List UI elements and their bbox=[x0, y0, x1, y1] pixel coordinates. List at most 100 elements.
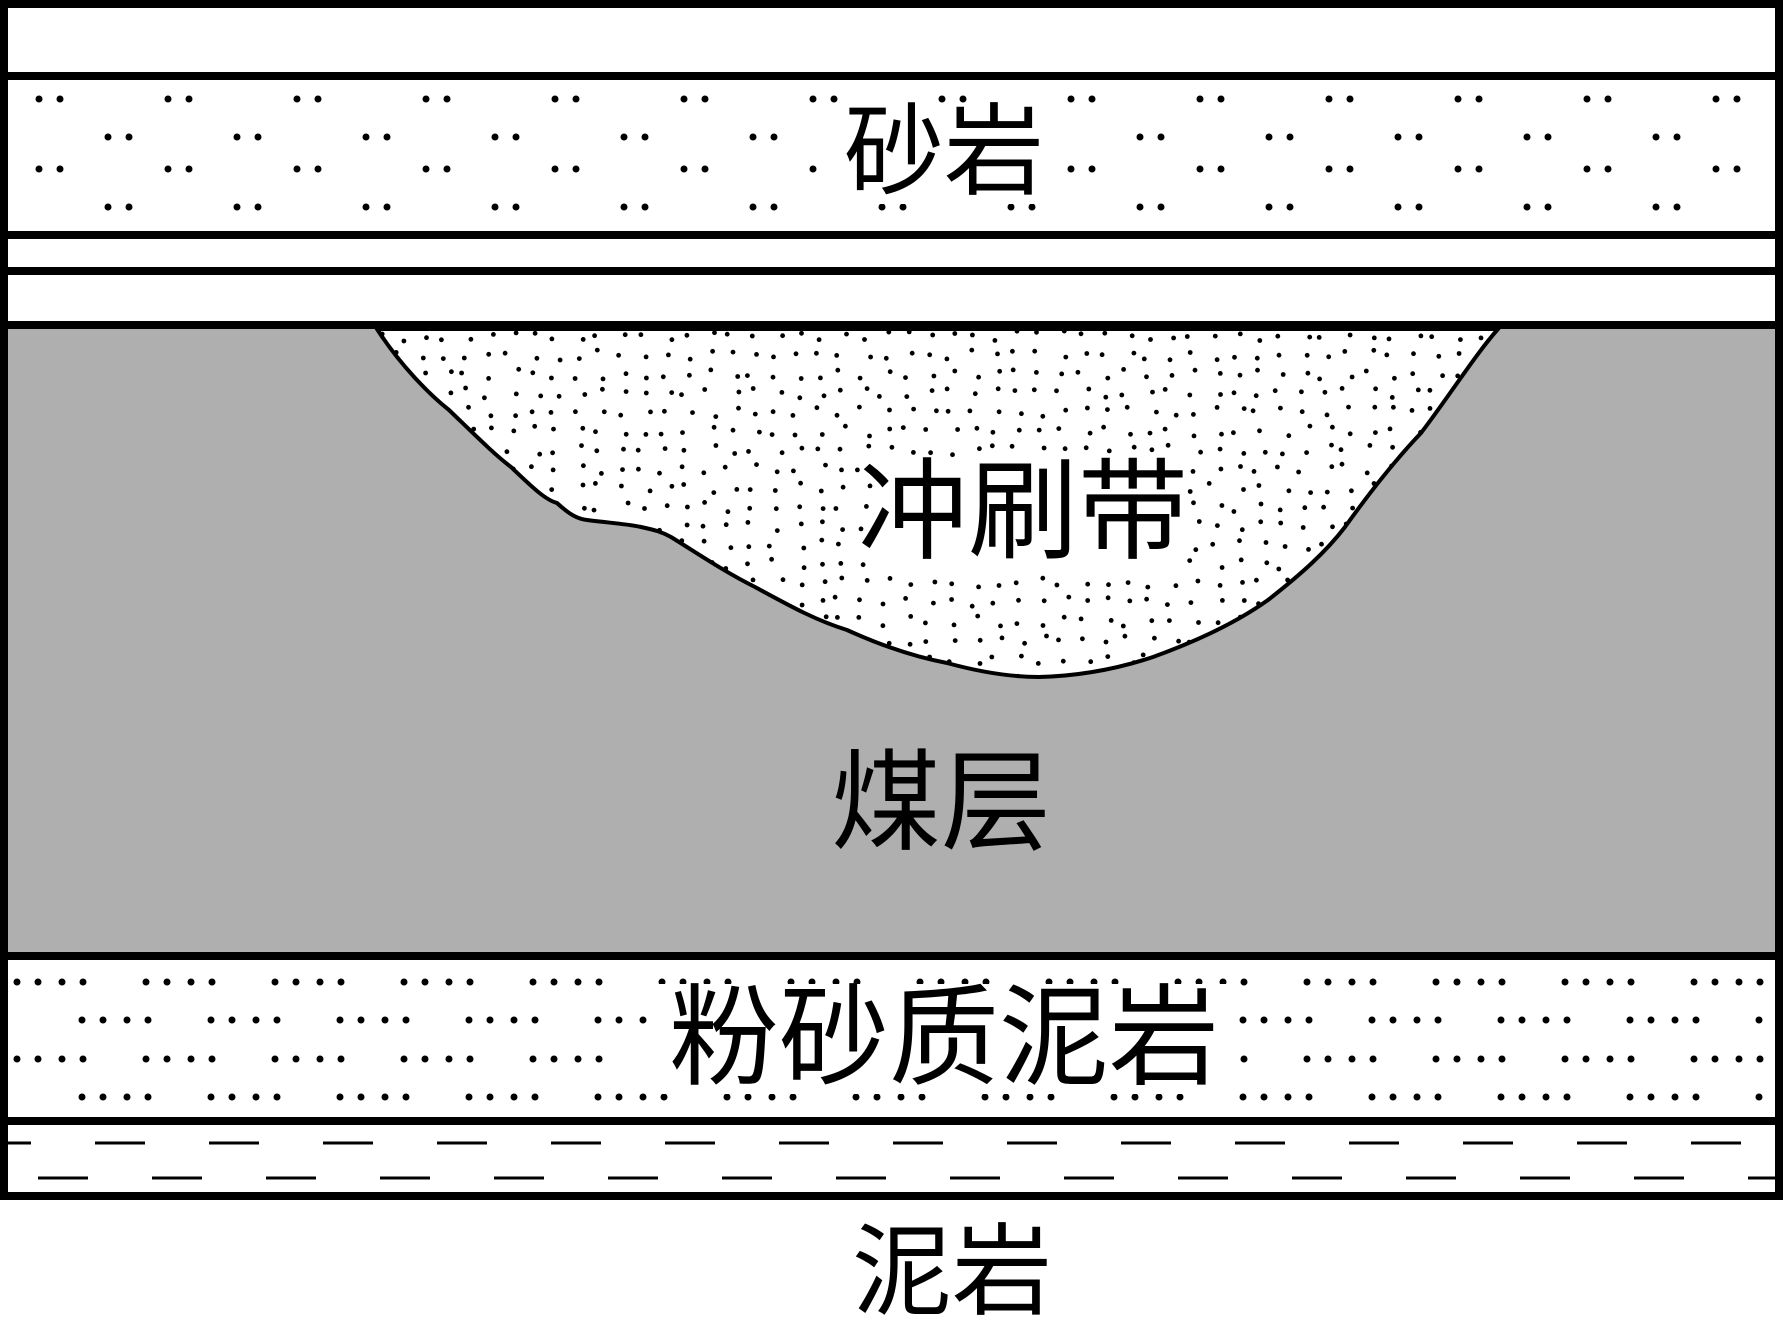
gravel-dot bbox=[1140, 652, 1146, 658]
gravel-dot bbox=[745, 561, 750, 567]
sand-dot bbox=[383, 203, 391, 211]
gravel-dot bbox=[791, 468, 796, 474]
silt-dot bbox=[531, 1016, 539, 1024]
gravel-dot bbox=[799, 445, 805, 451]
gravel-dot bbox=[1455, 373, 1461, 379]
gravel-dot bbox=[713, 443, 719, 448]
gravel-dot bbox=[710, 348, 715, 354]
mudstone-dash-pattern bbox=[4, 1141, 1775, 1180]
gravel-dot bbox=[856, 615, 862, 620]
gravel-dot bbox=[1085, 581, 1091, 587]
gravel-dot bbox=[1278, 520, 1284, 526]
gravel-dot bbox=[862, 337, 867, 342]
silt-dot bbox=[1711, 1055, 1719, 1063]
gravel-dot bbox=[1363, 368, 1369, 374]
sand-dot bbox=[1523, 133, 1531, 141]
silt-dot bbox=[1260, 1093, 1268, 1101]
silt-dot bbox=[982, 978, 990, 986]
silt-dot bbox=[336, 1016, 344, 1024]
sand-dot bbox=[1583, 95, 1591, 103]
coal-seam-label: 煤层 bbox=[831, 739, 1051, 867]
gravel-dot bbox=[1176, 638, 1181, 644]
silt-dot bbox=[1176, 1093, 1184, 1101]
gravel-dot bbox=[580, 337, 586, 342]
gravel-dot bbox=[1286, 433, 1292, 439]
sand-dot bbox=[1733, 165, 1741, 173]
gravel-dot bbox=[990, 429, 996, 435]
gravel-dot bbox=[945, 408, 951, 414]
sand-dot bbox=[959, 95, 967, 103]
silt-dot bbox=[292, 978, 300, 986]
gravel-dot bbox=[747, 487, 753, 492]
gravel-dot bbox=[1215, 620, 1221, 626]
gravel-dot bbox=[594, 347, 600, 353]
sand-dot bbox=[254, 203, 262, 211]
sand-dot bbox=[362, 133, 370, 141]
silt-dot bbox=[271, 1055, 279, 1063]
silt-dot bbox=[337, 1055, 345, 1063]
gravel-dot bbox=[1440, 373, 1445, 379]
gravel-dot bbox=[1346, 404, 1351, 410]
sand-dot bbox=[1067, 95, 1075, 103]
sand-dot bbox=[749, 133, 757, 141]
gravel-dot bbox=[471, 426, 477, 432]
gravel-dot bbox=[1219, 503, 1225, 508]
gravel-dot bbox=[1054, 388, 1059, 394]
sand-dot bbox=[1028, 203, 1036, 211]
gravel-dot bbox=[1078, 616, 1084, 622]
gravel-dot bbox=[838, 561, 844, 566]
sand-dot bbox=[1454, 165, 1462, 173]
silt-dot bbox=[79, 978, 87, 986]
gravel-dot bbox=[1307, 334, 1313, 340]
silt-dot bbox=[316, 1055, 324, 1063]
silt-dot bbox=[1711, 978, 1719, 986]
silt-dot bbox=[1542, 1016, 1550, 1024]
gravel-dot bbox=[1217, 583, 1223, 588]
gravel-dot bbox=[1218, 392, 1223, 397]
sand-dot bbox=[1217, 165, 1225, 173]
gravel-dot bbox=[621, 446, 626, 452]
gravel-dot bbox=[1349, 374, 1355, 380]
gravel-dot bbox=[420, 355, 426, 361]
gravel-dot bbox=[1120, 623, 1126, 629]
gravel-dot bbox=[816, 337, 822, 343]
gravel-dot bbox=[992, 338, 998, 343]
silt-dot bbox=[1195, 978, 1203, 986]
gravel-dot bbox=[857, 597, 862, 603]
sand-dot bbox=[104, 203, 112, 211]
silty-mudstone-label: 粉砂质泥岩 bbox=[669, 974, 1219, 1102]
sand-dot bbox=[641, 203, 649, 211]
gravel-dot bbox=[662, 446, 668, 451]
gravel-dot bbox=[995, 386, 1001, 392]
gravel-dot bbox=[1063, 354, 1069, 360]
gravel-dot bbox=[593, 481, 598, 486]
silt-dot bbox=[402, 1016, 410, 1024]
sand-dot bbox=[1733, 95, 1741, 103]
silt-dot bbox=[421, 1055, 429, 1063]
gravel-dot bbox=[1191, 500, 1196, 506]
gravel-dot bbox=[864, 504, 869, 509]
sand-dot bbox=[701, 165, 709, 173]
gravel-dot bbox=[819, 432, 825, 437]
silt-dot bbox=[273, 1093, 281, 1101]
silt-dot bbox=[660, 1093, 668, 1101]
silt-dot bbox=[1305, 1093, 1313, 1101]
gravel-dot bbox=[1339, 386, 1345, 391]
gravel-dot bbox=[1087, 430, 1093, 436]
gravel-dot bbox=[1347, 332, 1353, 338]
gravel-dot bbox=[1299, 409, 1305, 415]
gravel-dot bbox=[1150, 389, 1155, 395]
gravel-dot bbox=[1191, 433, 1197, 439]
silt-dot bbox=[1477, 1055, 1485, 1063]
gravel-dot bbox=[550, 450, 555, 456]
gravel-dot bbox=[1280, 451, 1285, 457]
silt-dot bbox=[723, 1093, 731, 1101]
gravel-dot bbox=[1458, 337, 1463, 342]
gravel-dot bbox=[513, 330, 519, 336]
gravel-dot bbox=[1009, 443, 1015, 449]
gravel-dot bbox=[904, 394, 910, 399]
gravel-dot bbox=[930, 332, 936, 338]
gravel-dot bbox=[1162, 426, 1168, 432]
gravel-dot bbox=[900, 425, 906, 430]
gravel-dot bbox=[934, 408, 939, 414]
